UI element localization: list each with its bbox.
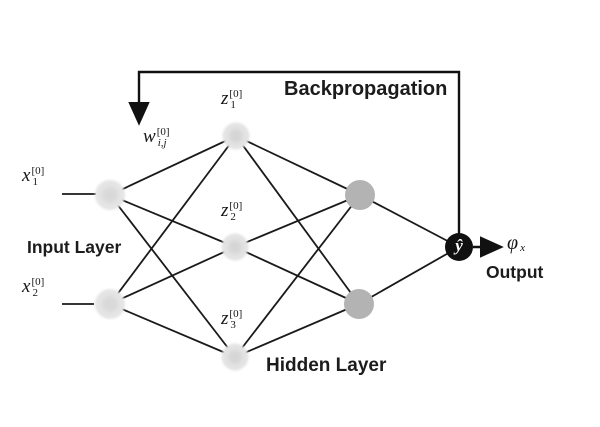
phi-base: φ: [507, 232, 519, 254]
w-sub: i,j: [157, 137, 167, 149]
w-sup: [0]: [156, 126, 170, 138]
z3-base: z: [221, 308, 229, 329]
hidden-node-z1-core: [229, 129, 243, 143]
hidden-node-z2-core: [228, 240, 242, 254]
x2-sub: 2: [32, 287, 38, 299]
hidden-layer-label: Hidden Layer: [266, 355, 387, 376]
z1-base: z: [221, 88, 229, 109]
hidden-z2-math-label: z[0]2: [221, 201, 242, 223]
z2-sup: [0]: [229, 200, 243, 212]
weight-math-label: w[0]i,j: [143, 127, 170, 149]
edge-x1-z1: [109, 135, 237, 196]
x1-sub: 1: [32, 176, 38, 188]
x2-sup: [0]: [31, 276, 45, 288]
hidden2-node-2: [344, 289, 374, 319]
edge-g1-output: [359, 194, 460, 248]
x1-base: x: [22, 165, 31, 186]
input2-math-label: x[0]2: [22, 277, 44, 299]
w-base: w: [143, 126, 156, 147]
x2-base: x: [22, 276, 31, 297]
z3-sub: 3: [230, 319, 236, 331]
hidden-z3-math-label: z[0]3: [221, 309, 242, 331]
edge-z3-g2: [234, 303, 360, 358]
z1-sup: [0]: [229, 88, 243, 100]
x1-sup: [0]: [31, 165, 45, 177]
edge-x2-z2: [109, 246, 236, 305]
edge-x2-z1: [109, 135, 237, 305]
hidden-node-z3-core: [228, 350, 242, 364]
backpropagation-arrow: [128, 70, 461, 234]
edge-z2-g1: [234, 194, 361, 248]
output-node-yhat-label: ŷ: [455, 236, 463, 255]
edge-g2-output: [358, 246, 460, 305]
z2-base: z: [221, 200, 229, 221]
input-node-1-core: [102, 187, 118, 203]
nodes-layer: [95, 122, 473, 371]
output-node: [445, 233, 473, 261]
z3-sup: [0]: [229, 308, 243, 320]
hidden-z1-math-label: z[0]1: [221, 89, 242, 111]
edge-z1-g1: [235, 135, 361, 196]
edge-x2-z3: [109, 303, 236, 358]
input-node-2-core: [102, 296, 118, 312]
z1-sub: 1: [230, 99, 236, 111]
input-layer-label: Input Layer: [27, 237, 122, 257]
phi-sub: x: [520, 242, 525, 254]
hidden2-node-1: [345, 180, 375, 210]
input1-math-label: x[0]1: [22, 166, 44, 188]
edge-z1-g2: [235, 135, 360, 305]
edge-z3-g1: [234, 194, 361, 358]
z2-sub: 2: [230, 211, 236, 223]
backpropagation-label: Backpropagation: [284, 78, 448, 100]
output-label: Output: [486, 262, 544, 282]
edges-layer: [62, 135, 460, 358]
